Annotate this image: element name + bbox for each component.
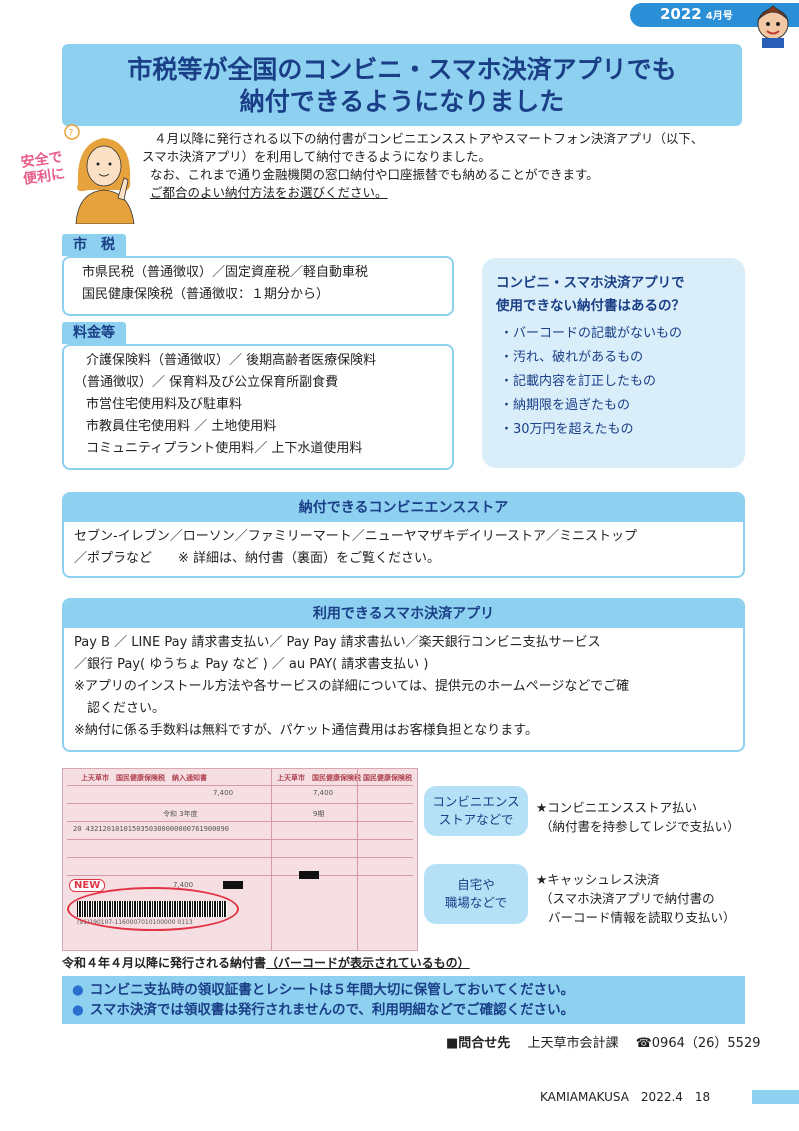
city-tax-tag: 市 税 [62, 234, 126, 256]
slip-period: 9期 [313, 810, 325, 818]
payment-slip-image: 上天草市 国民健康保険税 納入通知書 上天草市 国民健康保険税 国民健康保険税 … [62, 768, 418, 951]
city-tax-box: 市県民税（普通徴収）／固定資産税／軽自動車税 国民健康保険税（普通徴収：１期分か… [62, 256, 454, 316]
fees-box: 介護保険料（普通徴収）／ 後期高齢者医療保険料 （普通徴収）／ 保育料及び公立保… [62, 344, 454, 470]
slip-title-right: 国民健康保険税 [363, 774, 412, 782]
slip-year-label: 令和 3年度 [163, 810, 198, 818]
tagline: 安全で 便利に [20, 149, 66, 189]
contact-label: ■問合せ先 [446, 1036, 511, 1051]
apps-heading: 利用できるスマホ決済アプリ [64, 600, 743, 628]
unusable-item: ・記載内容を訂正したもの [500, 374, 657, 389]
fee-item: 市教員住宅使用料 ／ 土地使用料 [86, 419, 277, 434]
apps-line-5: ※納付に係る手数料は無料ですが、パケット通信費用はお客様負担となります。 [74, 723, 538, 738]
unusable-item: ・汚れ、破れがあるもの [500, 350, 644, 365]
slip-caption-underlined: （バーコードが表示されているもの） [266, 956, 470, 970]
new-badge: NEW [69, 879, 106, 892]
method-desc-convenience: ★コンビニエンスストア払い （納付書を持参してレジで支払い） [536, 798, 740, 836]
fee-item: コミュニティプラント使用料／ 上下水道使用料 [86, 441, 363, 456]
apps-line-2: ／銀行 Pay( ゆうちょ Pay など ) ／ au PAY( 請求書支払い … [74, 657, 429, 672]
intro-paragraph-2: スマホ決済アプリ）を利用して納付できるようになりました。 [142, 149, 492, 164]
method-pill-home: 自宅や 職場などで [424, 864, 528, 924]
intro-paragraph-3: なお、これまで通り金融機関の窓口納付や口座振替でも納めることができます。 [150, 167, 599, 182]
payment-apps-section: 利用できるスマホ決済アプリ Pay B ／ LINE Pay 請求書支払い／ P… [62, 598, 745, 752]
footer-page-number: 18 [694, 1090, 711, 1104]
method-desc-line: ★キャッシュレス決済 [536, 872, 660, 887]
method-desc-home: ★キャッシュレス決済 （スマホ決済アプリで納付書の バーコード情報を読取り支払い… [536, 870, 736, 927]
page-footer: KAMIAMAKUSA 2022.4 18 [540, 1090, 710, 1104]
footer-magazine: KAMIAMAKUSA [540, 1090, 629, 1104]
slip-caption-prefix: 令和４年４月以降に発行される納付書 [62, 956, 267, 970]
slip-code: 20 4321201010150350300000000761900090 [73, 825, 229, 833]
city-tax-item: 国民健康保険税（普通徴収：１期分から） [82, 287, 330, 302]
contact-phone: ☎0964（26）5529 [635, 1036, 761, 1051]
slip-title-left: 国民健康保険税 納入通知書 [116, 774, 207, 782]
fees-tag: 料金等 [62, 322, 126, 344]
intro-paragraph-1: ４月以降に発行される以下の納付書がコンビニエンスストアやスマートフォン決済アプリ… [154, 131, 704, 146]
unusable-slips-box: コンビニ・スマホ決済アプリで 使用できない納付書はあるの？ ・バーコードの記載が… [482, 258, 745, 468]
note-item: ● スマホ決済では領収書は発行されませんので、利用明細などでご確認ください。 [72, 1000, 735, 1020]
intro-text: ４月以降に発行される以下の納付書がコンビニエンスストアやスマートフォン決済アプリ… [142, 130, 762, 202]
bullet-icon: ● [72, 982, 84, 998]
title-line-1: 市税等が全国のコンビニ・スマホ決済アプリでも [127, 55, 677, 84]
contact-info: ■問合せ先 上天草市会計課 ☎0964（26）5529 [446, 1032, 761, 1051]
unusable-title-1: コンビニ・スマホ決済アプリで [496, 275, 685, 291]
method-desc-line: ★コンビニエンスストア払い [536, 800, 697, 815]
title-line-2: 納付できるようになりました [239, 87, 565, 116]
stores-heading: 納付できるコンビニエンスストア [64, 494, 743, 522]
method-desc-line: （スマホ決済アプリで納付書の [540, 891, 715, 906]
convenience-stores-section: 納付できるコンビニエンスストア セブン‐イレブン／ローソン／ファミリーマート／ニ… [62, 492, 745, 578]
page-title: 市税等が全国のコンビニ・スマホ決済アプリでも 納付できるようになりました [62, 44, 742, 126]
fee-item: 市営住宅使用料及び駐車料 [86, 397, 243, 412]
apps-line-4: 認ください。 [74, 701, 166, 716]
slip-caption: 令和４年４月以降に発行される納付書（バーコードが表示されているもの） [62, 954, 470, 971]
slip-amount-2: 7,400 [313, 789, 334, 797]
stores-line-1: セブン‐イレブン／ローソン／ファミリーマート／ニューヤマザキデイリーストア／ミニ… [74, 529, 638, 544]
issue-year: 2022 [660, 5, 702, 23]
slip-city-mid: 上天草市 [277, 774, 305, 782]
method-pill-line: 職場などで [444, 895, 508, 910]
footer-issue: 2022.4 [640, 1090, 683, 1104]
fee-item: （普通徴収）／ 保育料及び公立保育所副食費 [74, 375, 339, 390]
girl-illustration: ? [64, 124, 135, 224]
method-desc-line: （納付書を持参してレジで支払い） [540, 819, 740, 834]
contact-dept: 上天草市会計課 [527, 1036, 619, 1051]
method-pill-line: ストアなどで [438, 812, 514, 827]
footer-bar [752, 1090, 799, 1104]
notes-box: ● コンビニ支払時の領収証書とレシートは５年間大切に保管しておいてください。 ● ス… [62, 976, 745, 1024]
apps-line-3: ※アプリのインストール方法や各サービスの詳細については、提供元のホームページなど… [74, 679, 630, 694]
unusable-item: ・納期限を過ぎたもの [500, 398, 631, 413]
method-desc-line: バーコード情報を読取り支払い） [548, 910, 736, 925]
unusable-title-2: 使用できない納付書はあるの？ [496, 298, 685, 314]
note-text: コンビニ支払時の領収証書とレシートは５年間大切に保管しておいてください。 [89, 982, 575, 998]
issue-month: 4月号 [705, 11, 733, 22]
intro-paragraph-4: ご都合のよい納付方法をお選びください。 [150, 185, 388, 200]
slip-amount-3: 7,400 [173, 881, 194, 889]
method-pill-line: 自宅や [457, 877, 495, 892]
svg-text:?: ? [69, 129, 74, 139]
method-pill-line: コンビニエンス [432, 794, 520, 809]
slip-city-left: 上天草市 [81, 774, 109, 782]
unusable-item: ・バーコードの記載がないもの [500, 326, 683, 341]
fee-item: 介護保険料（普通徴収）／ 後期高齢者医療保険料 [86, 353, 377, 368]
barcode-highlight [67, 887, 239, 931]
apps-line-1: Pay B ／ LINE Pay 請求書支払い／ Pay Pay 請求書払い／楽… [74, 635, 601, 650]
mascot-illustration [757, 5, 789, 48]
note-item: ● コンビニ支払時の領収証書とレシートは５年間大切に保管しておいてください。 [72, 980, 735, 1000]
unusable-item: ・30万円を超えたもの [500, 422, 634, 437]
note-text: スマホ決済では領収書は発行されませんので、利用明細などでご確認ください。 [89, 1002, 575, 1018]
city-tax-item: 市県民税（普通徴収）／固定資産税／軽自動車税 [82, 265, 369, 280]
bullet-icon: ● [72, 1002, 84, 1018]
slip-title-mid: 国民健康保険税 [312, 774, 361, 782]
slip-amount-1: 7,400 [213, 789, 234, 797]
stores-line-2: ／ポプラなど ※ 詳細は、納付書（裏面）をご覧ください。 [74, 551, 441, 566]
method-pill-convenience: コンビニエンス ストアなどで [424, 786, 528, 836]
